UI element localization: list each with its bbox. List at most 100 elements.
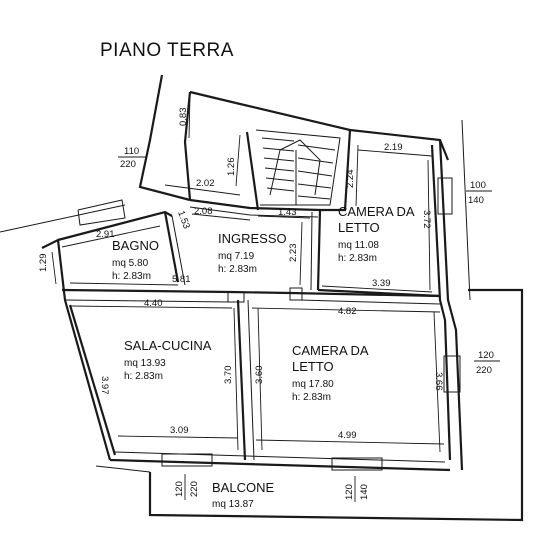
stair-step <box>297 183 332 189</box>
stair-step <box>297 195 331 200</box>
room-height: h: 2.83m <box>112 271 151 282</box>
dim-label: 1.26 <box>226 158 237 177</box>
dim-label: 120 <box>344 484 355 500</box>
wall-mid-horizontal <box>61 288 441 298</box>
dim-label: 4.82 <box>338 306 357 317</box>
wall-bagno-partition <box>163 211 180 283</box>
wall-west-bagno <box>41 238 112 461</box>
room-name: BAGNO <box>112 238 159 253</box>
room-area: mq 7.19 <box>218 251 255 262</box>
stair-step <box>264 167 295 172</box>
dim-line-499 <box>255 439 445 445</box>
dim-label: 1.29 <box>38 254 49 273</box>
dim-line-370 <box>233 307 239 451</box>
dim-line-223 <box>299 221 303 286</box>
dim-label: 3.70 <box>223 366 234 385</box>
dim-line-309 <box>117 435 239 439</box>
dim-label: 1.43 <box>278 207 297 218</box>
room-ingresso: INGRESSO mq 7.19 h: 2.83m <box>218 231 287 275</box>
room-height: h: 2.83m <box>218 264 257 275</box>
wall-camera1-bottom <box>317 288 441 298</box>
dim-label: 3.39 <box>372 278 391 289</box>
door-stub-camera <box>289 287 303 301</box>
dim-line-291 <box>61 225 161 248</box>
dim-line-202 <box>164 184 241 196</box>
dim-label: 220 <box>120 159 136 170</box>
wall-ingresso-top <box>189 198 321 212</box>
dim-label: 2.19 <box>384 142 403 153</box>
room-name: LETTO <box>292 359 334 374</box>
window-east-lower <box>443 355 461 393</box>
wall-west-inner <box>68 304 117 456</box>
room-height: h: 2.83m <box>338 253 377 264</box>
balcone-left-edge <box>95 465 151 473</box>
wall-stair-right <box>320 129 352 212</box>
dim-label: 5.81 <box>172 274 191 285</box>
room-name: CAMERA DA <box>338 204 415 219</box>
wall-north-segment <box>189 90 237 105</box>
room-labels: BAGNO mq 5.80 h: 2.83m INGRESSO mq 7.19 … <box>112 204 415 510</box>
wall-ingresso-camera <box>316 209 322 291</box>
plan-title: PIANO TERRA <box>100 40 234 61</box>
dimension-labels: 0.83 110 220 1.26 2.02 2.19 2.24 100 140… <box>38 108 500 502</box>
room-area: mq 13.93 <box>124 358 166 369</box>
stair-step <box>261 137 295 142</box>
dim-label: 1.53 <box>175 209 192 230</box>
dim-label: 140 <box>468 195 484 206</box>
room-area: mq 11.08 <box>338 240 379 251</box>
dim-label: 2.24 <box>345 170 356 189</box>
wall-east-outer <box>438 139 464 471</box>
dim-label: 3.66 <box>433 372 444 391</box>
room-camera-2: CAMERA DA LETTO mq 17.80 h: 2.83m <box>292 343 369 403</box>
dim-label: 3.09 <box>170 425 189 436</box>
dim-line-372 <box>427 159 431 291</box>
room-name: BALCONE <box>212 480 274 495</box>
dim-line-129 <box>51 251 57 285</box>
window-east <box>437 177 453 215</box>
dim-line-366 <box>433 311 441 453</box>
dim-line-224 <box>355 144 359 207</box>
dim-label: 120 <box>478 350 494 361</box>
dim-line-208 <box>191 213 251 221</box>
dim-label: 0.83 <box>178 108 189 127</box>
wall-mid-horizontal-inner <box>64 299 231 303</box>
wall-south <box>109 458 451 472</box>
dim-label: 3.97 <box>99 376 110 395</box>
dim-label: 3.72 <box>421 210 432 229</box>
room-area: mq 13.87 <box>212 499 254 510</box>
wall-mid-horizontal-inner-right <box>299 299 441 305</box>
dim-label: 4.40 <box>144 298 163 309</box>
dim-label: 220 <box>476 365 492 376</box>
room-sala-cucina: SALA-CUCINA mq 13.93 h: 2.83m <box>124 338 212 382</box>
stair-outline-outer <box>255 129 341 206</box>
room-height: h: 2.83m <box>292 392 331 403</box>
wall-stair-left <box>245 131 260 211</box>
stair-arrow <box>269 139 321 196</box>
room-balcone: BALCONE mq 13.87 <box>212 480 274 510</box>
window-south-right <box>331 457 383 471</box>
dim-line-219 <box>357 149 433 157</box>
dimension-lines <box>51 94 445 453</box>
dim-line-581 <box>69 282 179 286</box>
wall-east-inner <box>430 144 452 461</box>
dim-line-339 <box>321 285 433 293</box>
door-stub-sala <box>227 291 245 303</box>
room-area: mq 5.80 <box>112 258 149 269</box>
dim-label: 100 <box>470 180 486 191</box>
dim-line-083 <box>188 94 191 139</box>
room-name: INGRESSO <box>218 231 287 246</box>
room-camera-1: CAMERA DA LETTO mq 11.08 h: 2.83m <box>338 204 415 264</box>
wall-sala-camera-inner <box>247 299 255 461</box>
dim-label: 140 <box>359 484 370 500</box>
dim-line-440 <box>69 305 233 309</box>
stair-step <box>297 170 333 177</box>
context-window-left <box>77 199 126 226</box>
dim-line-126 <box>235 134 241 187</box>
room-bagno: BAGNO mq 5.80 h: 2.83m <box>112 238 159 282</box>
dim-line-482 <box>251 307 441 313</box>
dim-label: 220 <box>189 481 200 497</box>
dim-label: 2.08 <box>194 206 213 217</box>
stair-step <box>263 157 295 162</box>
dim-label: 2.02 <box>196 178 215 189</box>
